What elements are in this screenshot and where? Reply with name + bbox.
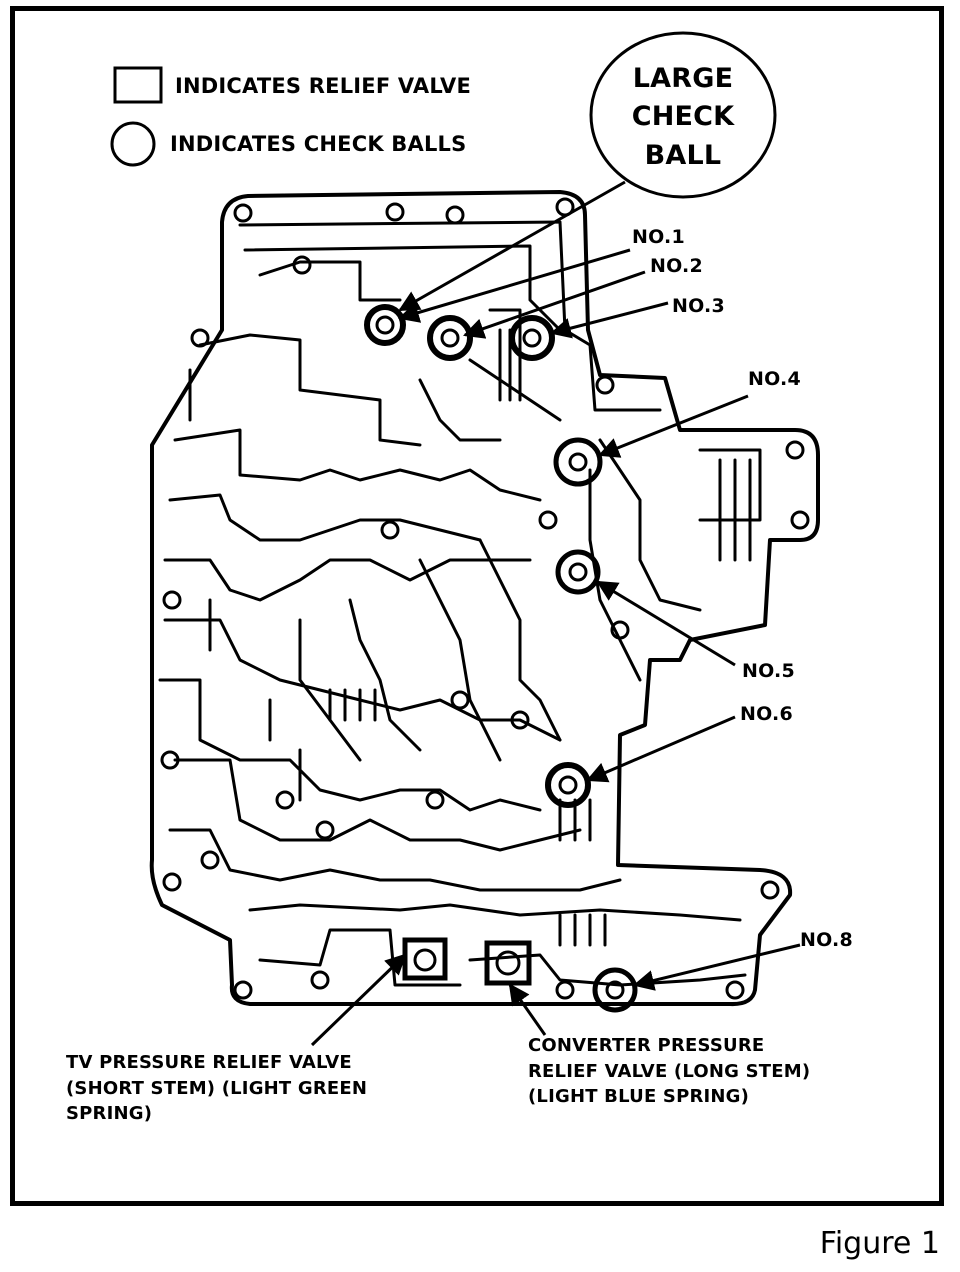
figure-caption: Figure 1 (819, 1226, 940, 1261)
legend-relief-valve-label: INDICATES RELIEF VALVE (175, 74, 472, 98)
check-ball-label-6: NO.6 (740, 703, 793, 725)
check-ball-label-3: NO.3 (672, 295, 725, 317)
check-ball-label-1: NO.1 (632, 226, 685, 248)
check-ball-3 (509, 315, 555, 361)
check-ball-label-2: NO.2 (650, 255, 703, 277)
check-ball-1 (364, 304, 406, 346)
bolt-holes (160, 197, 810, 1000)
check-ball-label-4: NO.4 (748, 368, 801, 390)
converter-relief-valve-marker (484, 940, 532, 986)
tv-relief-valve-label: TV PRESSURE RELIEF VALVE (SHORT STEM) (L… (66, 1052, 368, 1125)
check-ball-label-5: NO.5 (742, 660, 795, 682)
legend-square-icon (113, 66, 163, 104)
large-check-ball-label: LARGE CHECK BALL (631, 63, 735, 171)
legend-circle-icon (110, 121, 156, 167)
valve-body-passages (158, 220, 762, 987)
check-ball-6 (545, 762, 591, 808)
check-ball-label-8: NO.8 (800, 929, 853, 951)
check-ball-4 (553, 437, 603, 487)
check-ball-markers (364, 304, 638, 1013)
tv-relief-valve-marker (402, 937, 448, 981)
check-ball-2 (427, 315, 473, 361)
converter-relief-valve-label: CONVERTER PRESSURE RELIEF VALVE (LONG ST… (528, 1035, 811, 1108)
relief-valve-markers (402, 937, 532, 986)
diagram-frame (10, 6, 944, 1206)
large-check-ball-callout-oval (589, 31, 777, 199)
valve-body-plate (149, 190, 820, 1007)
check-ball-5 (555, 549, 601, 595)
legend-check-balls-label: INDICATES CHECK BALLS (170, 132, 467, 156)
leader-lines (310, 180, 801, 1047)
